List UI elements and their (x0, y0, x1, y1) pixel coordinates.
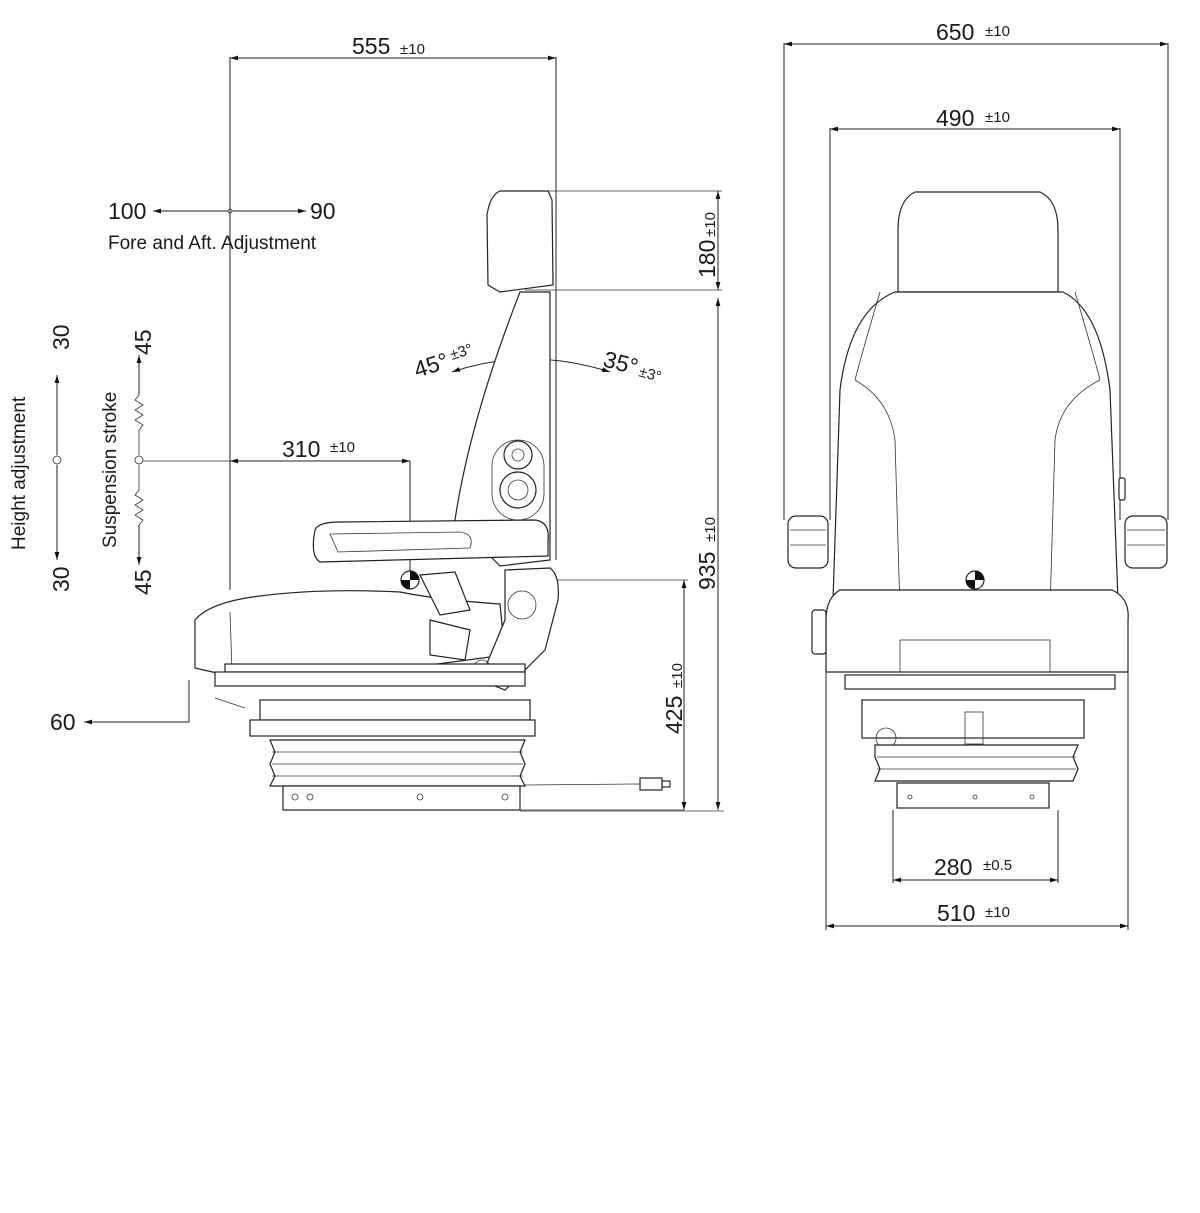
height-adj-label: Height adjustment (9, 396, 30, 550)
seat-side-outline (194, 190, 684, 811)
dimension-seat-height: 425 ±10 (555, 579, 688, 810)
dimension-height-adjustment: 30 30 Height adjustment (9, 324, 74, 592)
seat-front-outline (787, 191, 1168, 809)
overall-width-value: 650 (936, 19, 974, 45)
suspension-down: 45 (130, 569, 156, 595)
dimension-overall-width: 650 ±10 (783, 19, 1169, 520)
headrest-height-tol: ±10 (702, 212, 719, 237)
angle-back-tol: ±3° (448, 341, 475, 364)
mount-width-tol: ±0.5 (983, 857, 1012, 874)
base-width-tol: ±10 (985, 904, 1010, 921)
seat-depth-tol: ±10 (330, 439, 355, 456)
height-adj-up: 30 (48, 324, 74, 350)
seat-height-tol: ±10 (669, 663, 686, 688)
dimension-base-width: 510 ±10 (825, 672, 1129, 930)
height-adj-down: 30 (48, 566, 74, 592)
overall-height-value: 935 (694, 552, 720, 590)
base-width-value: 510 (937, 900, 975, 926)
front-offset-value: 60 (50, 709, 76, 735)
dimension-headrest-height: 180 ±10 (510, 190, 722, 291)
backrest-width-tol: ±10 (985, 109, 1010, 126)
dimension-mount-width: 280 ±0.5 (892, 810, 1059, 883)
fore-aft-left-value: 100 (108, 198, 146, 224)
mount-width-value: 280 (934, 854, 972, 880)
suspension-label: Suspension stroke (100, 392, 121, 548)
overall-width-tol: ±10 (985, 23, 1010, 40)
overall-depth-tol: ±10 (400, 41, 425, 58)
seat-depth-value: 310 (282, 436, 320, 462)
side-view: 555 ±10 100 90 Fore and Aft. Adjustment … (9, 33, 724, 812)
angle-fwd-tol: ±3° (637, 363, 663, 385)
dimension-front-offset: 60 (50, 680, 190, 735)
headrest-height-value: 180 (694, 240, 720, 278)
angle-fwd-value: 35° (601, 346, 641, 380)
angle-back-value: 45° (411, 347, 452, 382)
seat-height-value: 425 (661, 696, 687, 734)
dimension-fore-aft: 100 90 Fore and Aft. Adjustment (108, 198, 336, 254)
dimension-overall-depth: 555 ±10 (229, 33, 557, 590)
dimension-seat-depth: 310 ±10 (143, 436, 411, 578)
fore-aft-right-value: 90 (310, 198, 336, 224)
overall-depth-value: 555 (352, 33, 390, 59)
suspension-up: 45 (130, 329, 156, 355)
backrest-width-value: 490 (936, 105, 974, 131)
dimension-suspension-stroke: 45 45 Suspension stroke (100, 329, 156, 595)
dimension-overall-height: 935 ±10 (520, 298, 724, 812)
front-view: 650 ±10 490 ±10 (783, 19, 1169, 930)
overall-height-tol: ±10 (702, 517, 719, 542)
fore-aft-label: Fore and Aft. Adjustment (108, 233, 317, 254)
dimension-backrest-width: 490 ±10 (829, 105, 1121, 520)
